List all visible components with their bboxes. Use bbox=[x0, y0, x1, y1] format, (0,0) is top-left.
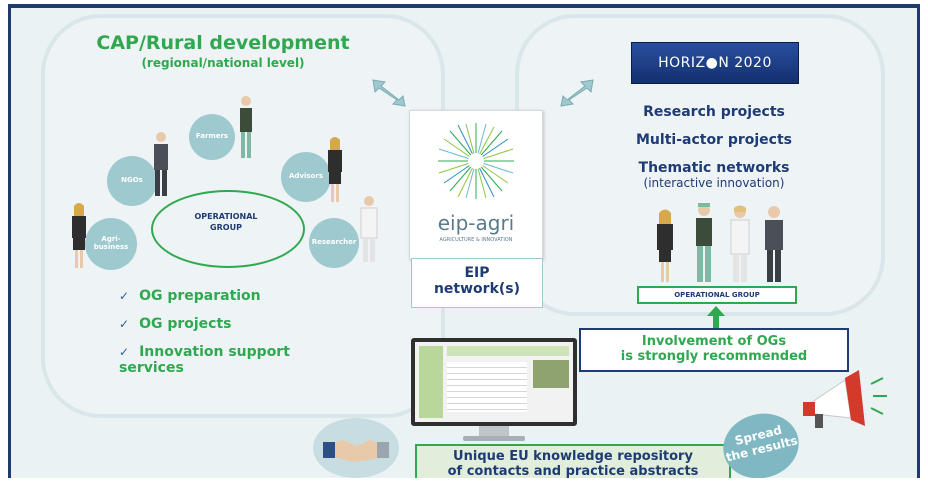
computer-monitor-icon bbox=[411, 338, 577, 426]
advisor-figure-icon bbox=[328, 137, 342, 202]
handshake-icon bbox=[313, 418, 399, 478]
research-projects: Research projects bbox=[643, 104, 785, 120]
involvement-line2: is strongly recommended bbox=[620, 349, 808, 364]
eip-agri-text: eip-agri bbox=[437, 211, 515, 235]
bullet-og-preparation-text: OG preparation bbox=[139, 288, 261, 304]
role-advisors-label: Advisors bbox=[289, 172, 323, 181]
megaphone-icon bbox=[803, 370, 887, 428]
monitor-screen-image bbox=[533, 360, 569, 388]
involvement-box: Involvement of OGs is strongly recommend… bbox=[579, 328, 849, 372]
repository-line1: Unique EU knowledge repository bbox=[453, 449, 693, 464]
og-person-1-icon bbox=[657, 209, 673, 282]
handshake-hands-icon bbox=[323, 440, 389, 462]
ngo-figure-icon bbox=[154, 132, 168, 196]
researcher-figure-icon bbox=[360, 196, 378, 262]
role-ngos: NGOs bbox=[107, 156, 157, 206]
eip-starburst-icon bbox=[438, 123, 514, 199]
horizon-2020-logo: HORIZ●N 2020 bbox=[631, 42, 799, 84]
role-agribusiness-label: Agri-business bbox=[93, 235, 129, 251]
eip-agri-subtext: AGRICULTURE & INNOVATION bbox=[439, 237, 513, 243]
og-label-right: OPERATIONAL GROUP bbox=[637, 286, 797, 304]
repository-line2: of contacts and practice abstracts bbox=[447, 464, 699, 478]
agribusiness-figure-icon bbox=[72, 203, 86, 268]
role-researcher-label: Researcher bbox=[311, 238, 357, 247]
monitor-screen-sidebar bbox=[419, 346, 443, 418]
og-label-line2: GROUP bbox=[210, 223, 242, 232]
role-farmers-label: Farmers bbox=[195, 132, 229, 141]
multi-actor-projects: Multi-actor projects bbox=[636, 132, 792, 148]
eip-network-box: EIP network(s) bbox=[411, 258, 543, 308]
role-ngos-label: NGOs bbox=[121, 176, 143, 185]
involvement-line1: Involvement of OGs bbox=[641, 334, 787, 349]
bullet-og-projects: ✓OG projects bbox=[119, 316, 232, 332]
operational-group-oval bbox=[151, 190, 305, 268]
horizon-2020-text: HORIZ●N 2020 bbox=[658, 55, 772, 71]
role-advisors: Advisors bbox=[281, 152, 331, 202]
og-person-2-icon bbox=[696, 203, 712, 282]
cap-subtitle: (regional/national level) bbox=[141, 56, 305, 70]
arrow-up-icon bbox=[707, 306, 725, 332]
double-arrow-left-icon bbox=[372, 79, 406, 107]
monitor-screen-header bbox=[447, 346, 569, 356]
spread-results-badge: Spread the results bbox=[716, 405, 806, 478]
farmer-figure-icon bbox=[240, 96, 252, 158]
bullet-og-preparation: ✓OG preparation bbox=[119, 288, 261, 304]
monitor-stand bbox=[479, 426, 509, 436]
bullet-innovation-support-text: Innovation support services bbox=[119, 344, 290, 376]
og-person-4-icon bbox=[765, 206, 783, 282]
eip-agri-logo-card: eip-agri AGRICULTURE & INNOVATION bbox=[409, 110, 543, 260]
interactive-innovation-note: (interactive innovation) bbox=[643, 176, 785, 190]
repository-box: Unique EU knowledge repository of contac… bbox=[415, 444, 731, 478]
role-agribusiness: Agri-business bbox=[85, 218, 137, 270]
bullet-og-projects-text: OG projects bbox=[139, 316, 232, 332]
role-farmers: Farmers bbox=[189, 114, 235, 160]
og-label-line1: OPERATIONAL bbox=[194, 212, 258, 221]
eip-network-line1: EIP bbox=[464, 265, 490, 281]
monitor-screen-lines bbox=[447, 362, 527, 412]
thematic-networks: Thematic networks bbox=[638, 160, 790, 176]
double-arrow-right-icon bbox=[560, 79, 594, 107]
og-person-3-icon bbox=[730, 205, 750, 282]
cap-title: CAP/Rural development bbox=[96, 32, 350, 54]
monitor-base bbox=[463, 436, 525, 441]
bullet-innovation-support: ✓Innovation support services bbox=[119, 344, 290, 376]
slide-frame: CAP/Rural development (regional/national… bbox=[8, 4, 920, 478]
eip-network-line2: network(s) bbox=[433, 281, 521, 297]
role-researcher: Researcher bbox=[309, 218, 359, 268]
